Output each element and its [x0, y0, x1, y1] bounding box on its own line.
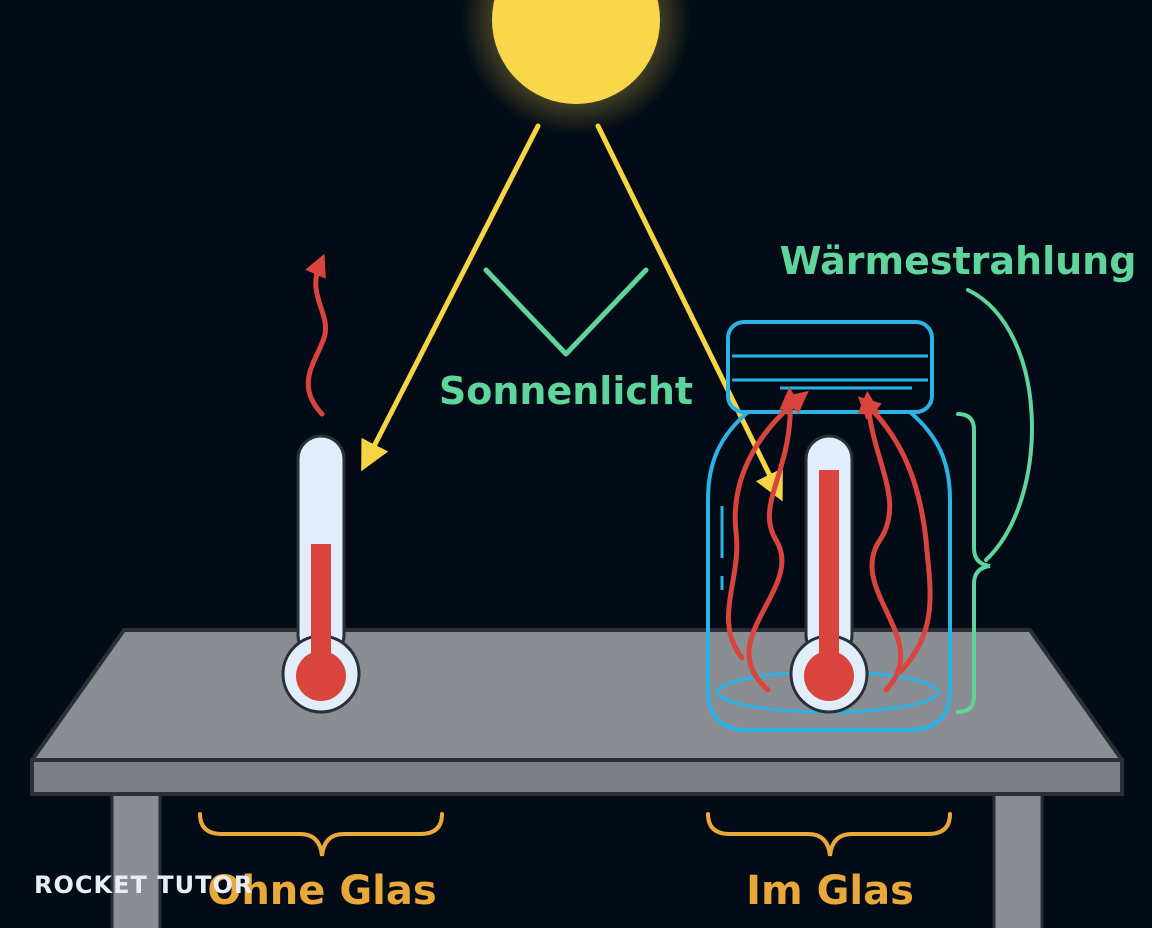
sunlight-label: Sonnenlicht [439, 369, 693, 413]
heat-wave-outer-right [857, 396, 933, 675]
table-front-edge [30, 758, 1124, 796]
heat-radiation-label: Wärmestrahlung [780, 239, 1137, 283]
heat-radiation-leader [966, 288, 1034, 562]
heat-wave-outer-left [726, 390, 809, 661]
in-glass-brace [706, 812, 952, 857]
sunlight-pointer [483, 267, 649, 357]
table-top [30, 628, 1124, 762]
thermometer-icon [789, 434, 869, 714]
watermark-logo: ROCKET TUTOR [34, 871, 253, 899]
trapped-heat-waves [726, 386, 933, 693]
table-leg-right [992, 788, 1044, 928]
sun-icon [461, 0, 691, 135]
heat-radiation-brace [956, 288, 1034, 714]
without-glass-label: Ohne Glas [207, 868, 436, 914]
sun-ray-left-arrow [361, 123, 541, 472]
heat-wave-inner-left [746, 386, 802, 693]
thermometer-icon [281, 434, 361, 714]
jar-lid [726, 320, 934, 414]
heat-escape-arrow [305, 253, 328, 417]
in-glass-label: Im Glas [746, 868, 914, 914]
sunlight-rays [361, 123, 783, 502]
without-glass-brace [198, 812, 444, 857]
sun-ray-right-arrow [595, 123, 783, 502]
jar-body [706, 410, 952, 732]
table-leg-left [110, 788, 162, 928]
heat-wave-inner-right [857, 390, 904, 693]
